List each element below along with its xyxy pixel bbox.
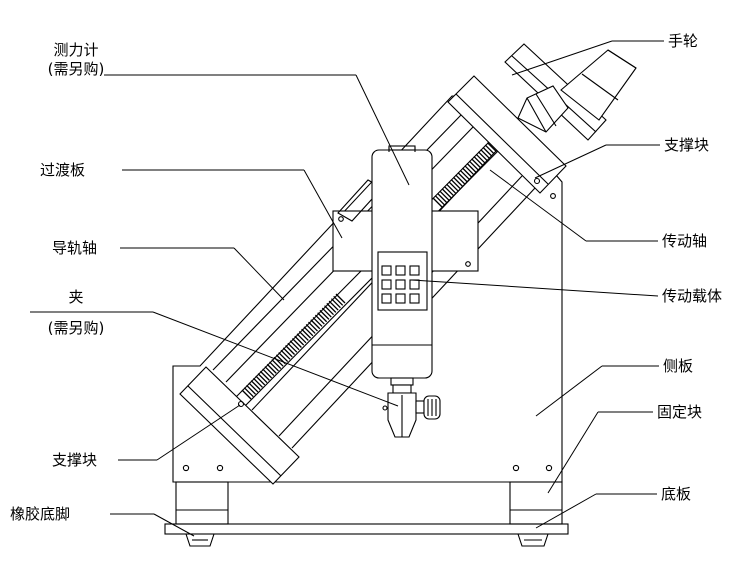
thread-tick — [301, 328, 312, 339]
thread-tick — [437, 192, 447, 203]
thread-tick — [441, 188, 452, 199]
label-base-plate: 底板 — [661, 485, 691, 503]
label-drive-shaft: 传动轴 — [662, 232, 707, 250]
thread-tick — [248, 382, 259, 393]
base-plate — [164, 523, 569, 535]
thread-tick — [464, 165, 475, 176]
thread-tick — [326, 302, 337, 313]
thread-tick — [294, 335, 305, 346]
label-side-plate: 侧板 — [663, 357, 693, 375]
label-force-gauge-note: (需另购) — [48, 60, 105, 78]
thread-tick — [317, 312, 328, 323]
thread-tick — [477, 151, 488, 162]
thread-tick — [439, 190, 450, 201]
thread-tick — [257, 373, 268, 384]
thread-tick — [450, 179, 461, 189]
thread-tick — [335, 293, 346, 304]
thread-tick — [308, 321, 318, 332]
thread-tick — [285, 345, 296, 355]
thread-tick — [324, 305, 334, 316]
thread-tick — [269, 361, 279, 372]
thread-tick — [282, 347, 293, 358]
leader-lines — [30, 40, 664, 537]
thread-tick — [475, 153, 486, 164]
thread-tick — [328, 300, 339, 311]
thread-tick — [462, 167, 472, 178]
thread-tick — [255, 375, 266, 386]
thread-tick — [296, 333, 307, 344]
thread-tick — [330, 298, 341, 309]
thread-tick — [310, 319, 321, 330]
thread-tick — [303, 326, 314, 337]
thread-tick — [253, 377, 263, 388]
thread-tick — [446, 183, 457, 194]
thread-tick — [471, 158, 482, 169]
thread-tick — [443, 186, 454, 196]
thread-tick — [459, 169, 470, 180]
thread-tick — [482, 146, 493, 157]
thread-tick — [264, 366, 275, 377]
label-guide-shaft: 导轨轴 — [52, 239, 97, 257]
thread-tick — [484, 144, 495, 155]
thread-tick — [259, 370, 270, 381]
label-fixed-block: 固定块 — [657, 403, 702, 421]
thread-tick — [333, 295, 344, 306]
fixed-block-left — [175, 481, 229, 525]
drive-shaft — [235, 137, 503, 407]
thread-tick — [280, 349, 291, 360]
label-drive-carrier: 传动载体 — [662, 287, 722, 305]
clamp — [382, 377, 441, 438]
thread-tick — [312, 316, 323, 327]
support-block-top — [447, 75, 567, 194]
thread-tick — [432, 197, 443, 208]
label-force-gauge: 测力计 — [53, 41, 98, 59]
thread-tick — [466, 162, 477, 173]
label-clamp-note: (需另购) — [48, 319, 105, 337]
thread-tick — [250, 380, 261, 391]
thread-tick — [452, 176, 463, 187]
thread-tick — [455, 174, 466, 185]
label-transition-plate: 过渡板 — [40, 161, 85, 179]
thread-tick — [271, 359, 282, 370]
thread-tick — [473, 156, 484, 166]
label-support-block-bottom: 支撑块 — [52, 451, 97, 469]
thread-tick — [468, 160, 479, 171]
thread-tick — [246, 384, 257, 395]
support-block-bottom — [179, 366, 300, 485]
thread-tick — [262, 368, 273, 379]
label-rubber-feet: 橡胶底脚 — [10, 505, 70, 523]
thread-tick — [487, 142, 497, 153]
rubber-foot-left — [185, 533, 215, 547]
thread-tick — [287, 342, 298, 353]
thread-tick — [278, 352, 289, 362]
thread-tick — [314, 314, 325, 325]
thread-tick — [266, 363, 277, 374]
thread-tick — [243, 387, 254, 398]
thread-tick — [291, 338, 302, 348]
thread-tick — [448, 181, 459, 192]
thread-tick — [241, 389, 252, 400]
force-gauge — [371, 145, 433, 379]
thread-tick — [305, 323, 316, 334]
handwheel — [504, 43, 637, 141]
thread-tick — [480, 149, 491, 159]
rubber-foot-right — [517, 533, 549, 547]
label-handwheel: 手轮 — [668, 32, 698, 50]
thread-tick — [457, 172, 468, 183]
label-clamp: 夹 — [68, 288, 83, 306]
thread-tick — [289, 340, 300, 351]
thread-tick — [321, 307, 332, 318]
thread-tick — [298, 331, 309, 341]
label-support-block-top: 支撑块 — [664, 136, 709, 154]
thread-tick — [319, 309, 330, 320]
thread-tick — [434, 195, 445, 206]
